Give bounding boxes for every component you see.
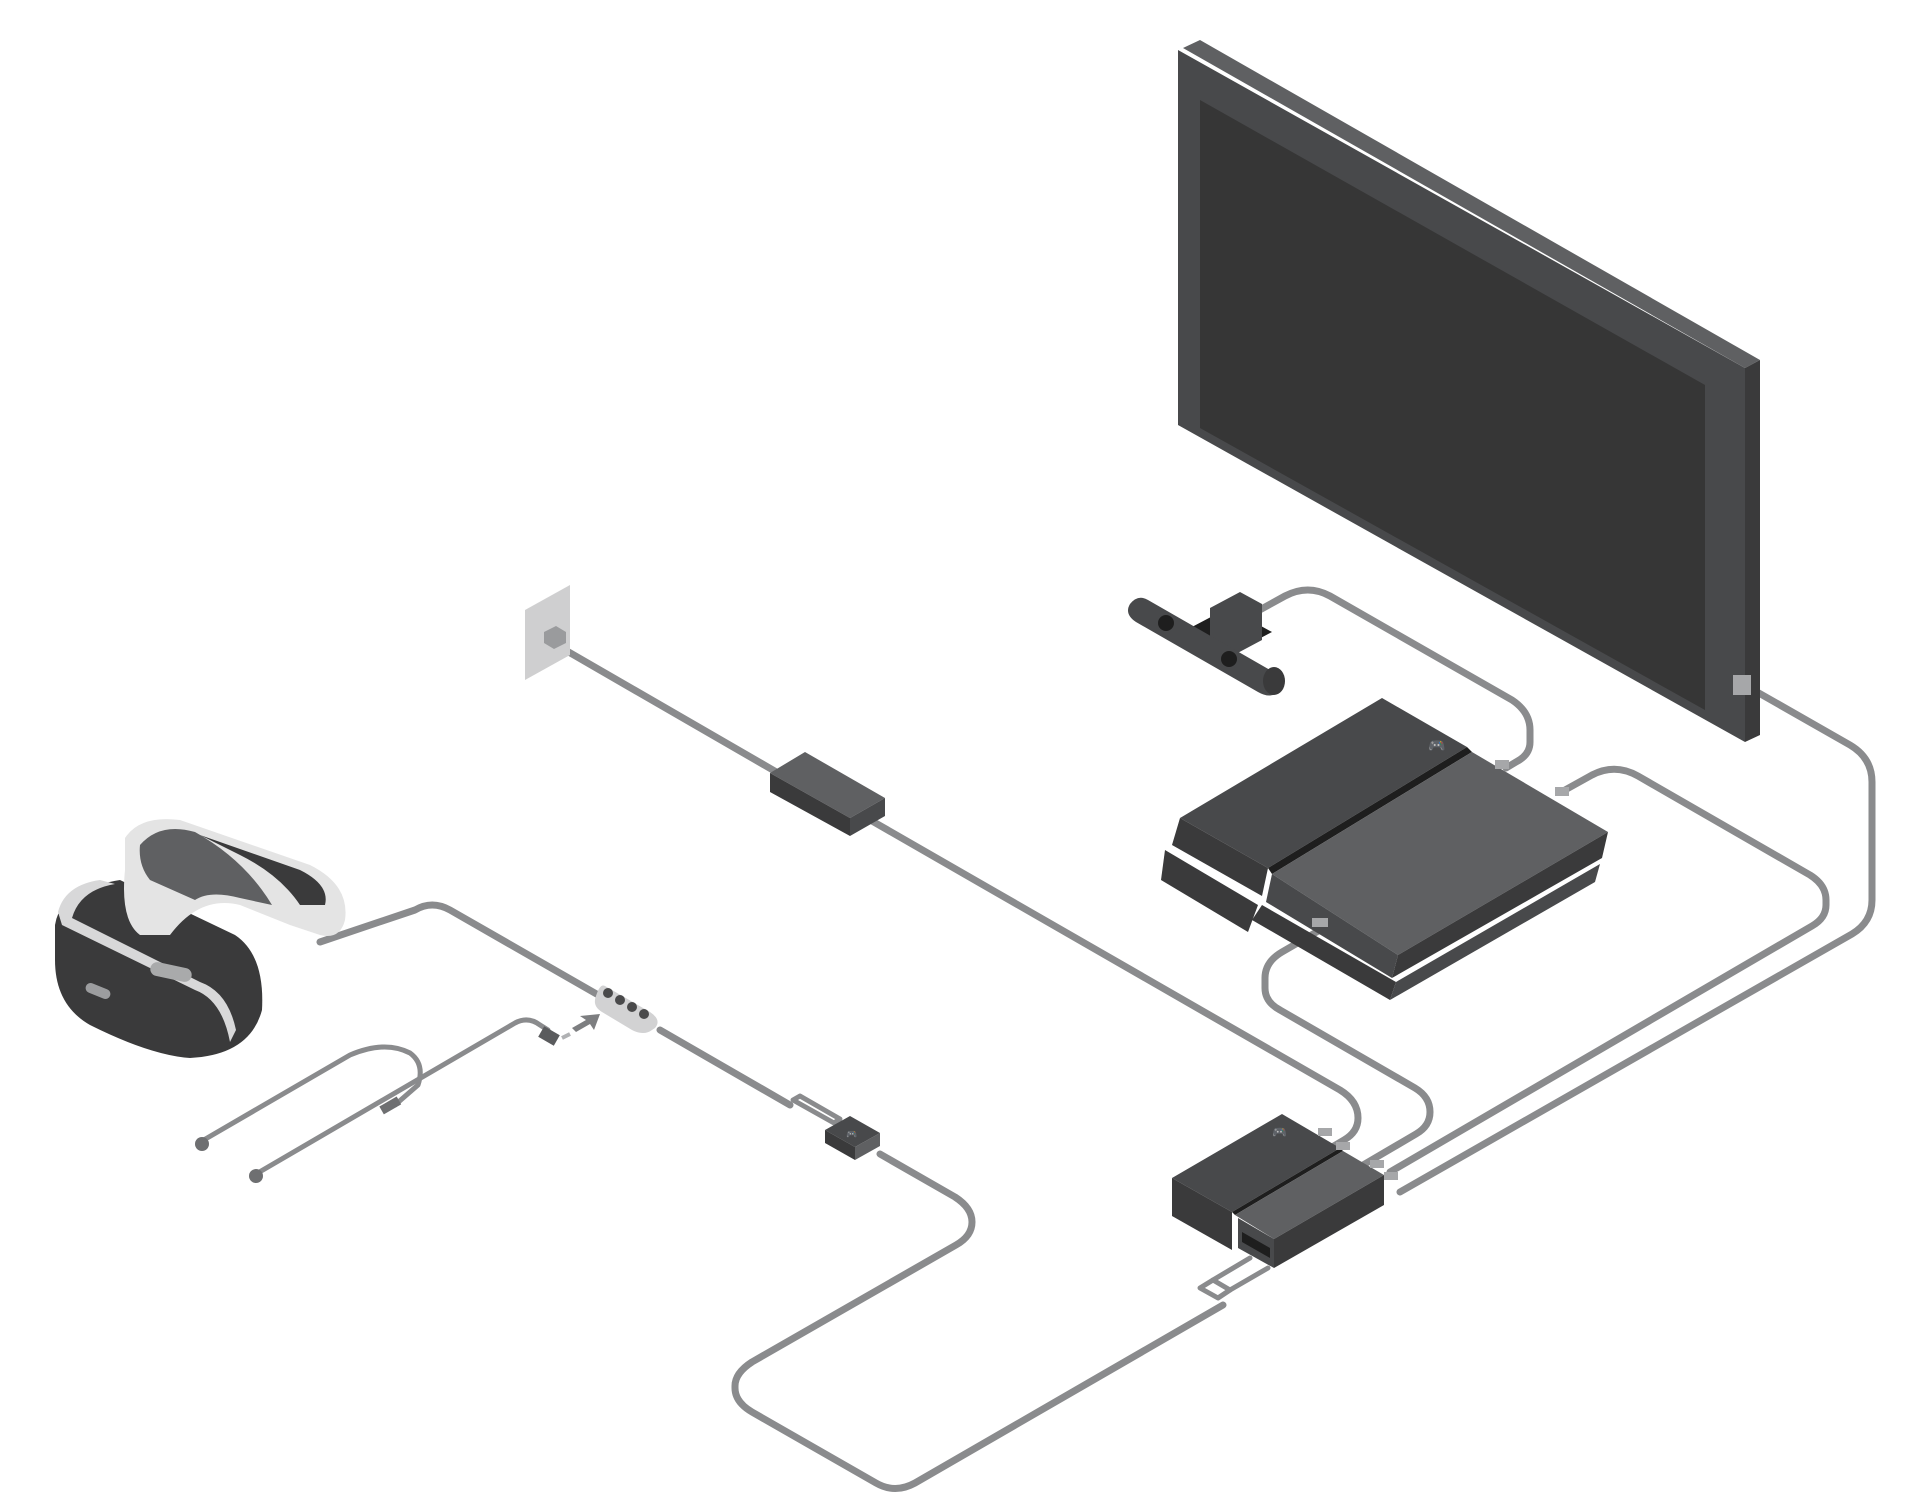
ps4-right-front-face	[1266, 874, 1398, 978]
connection-box-front	[825, 1130, 855, 1160]
tv-hdmi-cable	[1396, 684, 1876, 1196]
headset-front-light	[85, 983, 111, 999]
vr-connection-cable	[731, 1150, 1227, 1492]
ps4-top-left-panel	[1180, 698, 1467, 868]
processor-rear-plug-3	[1370, 1160, 1384, 1168]
ps4-base-left	[1161, 850, 1258, 932]
ps4-top-right-panel	[1272, 752, 1608, 955]
ac-adapter-top	[770, 752, 885, 818]
headset-side-light	[150, 962, 192, 982]
camera-cable	[1241, 586, 1534, 772]
camera-mount	[1210, 592, 1262, 656]
headset-visor-trim	[58, 880, 236, 1042]
vr-headset-cable	[316, 901, 604, 1000]
headphone-jack	[538, 1026, 560, 1046]
processor-front-cable-b	[1227, 1265, 1271, 1293]
headphone-jack-tip	[561, 1032, 571, 1040]
earbud-cable-main	[253, 1017, 551, 1177]
remote-button-2	[615, 995, 625, 1005]
processor-side	[1274, 1175, 1384, 1268]
ac-adapter-front	[770, 773, 850, 836]
processor-front-cable-loop	[1197, 1277, 1233, 1301]
remote-body	[594, 985, 658, 1033]
ac-adapter-side	[850, 798, 885, 836]
ac-adapter-cable	[868, 817, 1362, 1157]
processor-rear-plug-1	[1318, 1128, 1332, 1136]
processor-unit: 🎮	[1172, 1114, 1398, 1268]
processor-logo-icon: 🎮	[1272, 1125, 1287, 1139]
ps4-console: 🎮	[1161, 698, 1608, 1000]
headphone-splitter	[379, 1096, 402, 1115]
tv-screen	[1200, 100, 1705, 710]
processor-hdmi-port	[1242, 1232, 1270, 1258]
plug-in-arrow-icon	[572, 1014, 600, 1032]
ps4-base-right	[1390, 864, 1600, 1000]
vr-headset-cable-lower	[656, 1026, 794, 1109]
remote-button-3	[627, 1002, 637, 1012]
outlet-plug	[544, 626, 566, 649]
tv-side-edge	[1745, 360, 1760, 742]
camera-lens-left	[1158, 615, 1174, 631]
headset-headband-pad	[139, 828, 272, 905]
connection-box-logo-icon: 🎮	[846, 1130, 857, 1140]
tv-hdmi-port-plug	[1733, 675, 1751, 695]
processor-front-left	[1172, 1178, 1232, 1250]
processor-groove	[1232, 1148, 1343, 1215]
tv	[1178, 40, 1760, 742]
headset-headband-inner	[200, 835, 326, 905]
camera-end-cap	[1263, 667, 1285, 695]
ps4-hdmi-cable	[1386, 765, 1830, 1176]
power-cord	[556, 643, 789, 781]
ps4-right-side-face	[1392, 832, 1608, 978]
wall-outlet	[525, 585, 570, 680]
stereo-headphones	[195, 1017, 560, 1183]
processor-top-left	[1172, 1114, 1340, 1212]
ps4-groove	[1268, 747, 1472, 874]
processor-front-cable-a	[1210, 1255, 1253, 1283]
vr-connection-box: 🎮	[790, 1093, 880, 1160]
remote-button-1	[603, 988, 613, 998]
earbud-left-icon	[195, 1137, 209, 1151]
processor-rear-plug-2	[1336, 1142, 1350, 1150]
earbud-right-icon	[249, 1169, 263, 1183]
ps4-usb-cable	[1261, 926, 1434, 1172]
earbud-cable-left	[199, 1044, 423, 1144]
connection-box-top	[825, 1116, 880, 1147]
vr-headset	[55, 819, 346, 1058]
playstation-camera	[1128, 592, 1285, 696]
processor-top-right	[1235, 1151, 1384, 1239]
cables	[316, 586, 1876, 1492]
camera-lens-right	[1221, 651, 1237, 667]
remote-button-4	[639, 1009, 649, 1019]
connection-box-side	[855, 1133, 880, 1160]
ps4-left-front-face	[1172, 818, 1268, 896]
processor-rear-plug-4	[1384, 1172, 1398, 1180]
ps4-aux-port-plug	[1495, 760, 1509, 769]
ps4-usb-port-plug	[1312, 918, 1328, 927]
tv-top-edge	[1183, 40, 1760, 368]
ps4-base-front	[1252, 905, 1396, 1000]
connection-box-loop	[790, 1093, 843, 1126]
ps4-logo-icon: 🎮	[1428, 738, 1445, 754]
ps4-hdmi-port-plug	[1555, 787, 1569, 796]
inline-remote	[561, 985, 658, 1040]
ac-adapter	[770, 752, 885, 836]
outlet-plate-edge	[525, 585, 570, 610]
